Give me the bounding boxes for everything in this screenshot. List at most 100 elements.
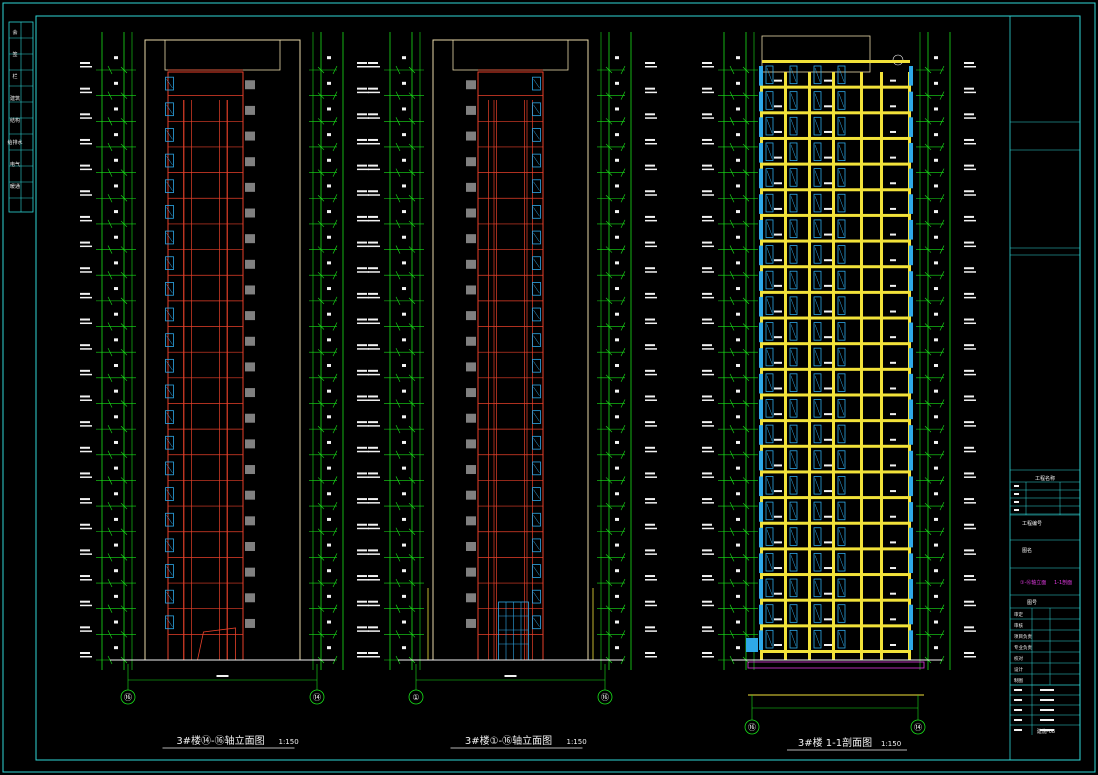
section-window bbox=[765, 193, 774, 213]
tick-slash bbox=[742, 143, 750, 151]
level-label-mark bbox=[964, 472, 974, 475]
axis-label: ⑯ bbox=[601, 693, 609, 702]
tick-slash bbox=[620, 578, 626, 588]
level-label-mark bbox=[80, 549, 90, 552]
floor-slab bbox=[762, 367, 910, 371]
tick-slash bbox=[924, 477, 932, 484]
floor-dim-mark bbox=[327, 466, 331, 470]
section-window bbox=[813, 168, 822, 187]
section-window bbox=[789, 604, 798, 623]
floor-dim-mark bbox=[327, 235, 331, 239]
balcony-block bbox=[245, 542, 255, 551]
floor-dim-mark bbox=[327, 517, 331, 521]
axis-bubble bbox=[744, 719, 760, 735]
tick-slash bbox=[120, 92, 128, 99]
level-label-mark bbox=[964, 502, 976, 504]
exterior-wall-cut bbox=[909, 66, 913, 86]
level-label-mark bbox=[80, 296, 92, 299]
tick-slash bbox=[939, 553, 945, 562]
level-label-mark bbox=[357, 168, 369, 171]
tick-slash bbox=[408, 477, 416, 484]
section-window bbox=[765, 604, 774, 623]
tick-slash bbox=[924, 323, 932, 330]
window bbox=[165, 589, 174, 604]
section-glazing bbox=[790, 555, 797, 570]
floor-dim-mark bbox=[402, 56, 406, 60]
floor-slab bbox=[762, 316, 910, 320]
section-window bbox=[789, 91, 798, 110]
floor-dim-mark bbox=[934, 184, 938, 188]
tick-slash bbox=[620, 296, 626, 306]
section-column bbox=[860, 72, 863, 660]
axis-label: ⑭ bbox=[313, 693, 321, 702]
floor-dim-mark bbox=[114, 133, 118, 137]
section-glazing bbox=[766, 273, 773, 287]
level-label-mark bbox=[964, 142, 976, 145]
exterior-wall-cut bbox=[909, 117, 913, 137]
floor-dim-mark bbox=[736, 389, 740, 393]
tick-slash bbox=[605, 502, 613, 510]
level-label-mark bbox=[368, 318, 378, 321]
window bbox=[532, 461, 541, 476]
window bbox=[532, 179, 541, 194]
inner-border bbox=[35, 15, 1081, 761]
section-glazing bbox=[814, 144, 821, 159]
window-glazing bbox=[533, 592, 540, 602]
floor-dim-mark bbox=[615, 389, 619, 393]
floor-dim-mark bbox=[327, 56, 331, 60]
exterior-wall-cut bbox=[759, 91, 763, 112]
level-label-mark bbox=[368, 296, 380, 299]
window-glazing bbox=[166, 258, 173, 268]
window bbox=[532, 128, 541, 142]
level-label-mark bbox=[357, 395, 367, 398]
room-label bbox=[774, 361, 782, 364]
level-label-mark bbox=[368, 348, 380, 350]
level-label-mark bbox=[645, 190, 655, 193]
tick-slash bbox=[742, 400, 750, 407]
tick-slash bbox=[408, 631, 416, 638]
floor-dim-mark bbox=[402, 184, 406, 188]
tick-slash bbox=[332, 501, 338, 511]
section-column bbox=[832, 72, 835, 660]
level-label-mark bbox=[702, 652, 712, 654]
level-label-mark bbox=[368, 446, 378, 449]
tick-slash bbox=[107, 578, 113, 588]
window bbox=[532, 281, 541, 296]
section-window bbox=[789, 219, 798, 238]
level-label-mark bbox=[645, 271, 657, 273]
level-label-mark bbox=[645, 164, 655, 167]
tick-slash bbox=[120, 451, 128, 458]
section-glazing bbox=[766, 606, 773, 621]
tick-slash bbox=[408, 297, 416, 305]
balcony-block bbox=[245, 208, 255, 218]
tick-slash bbox=[620, 194, 626, 203]
section-glazing bbox=[790, 401, 797, 416]
floor-dim-mark bbox=[736, 81, 740, 85]
level-label-mark bbox=[368, 194, 380, 196]
floor-dim-mark bbox=[736, 235, 740, 239]
section-window bbox=[837, 424, 846, 444]
window bbox=[165, 384, 174, 399]
section-glazing bbox=[838, 580, 845, 595]
floor-dim-mark bbox=[615, 235, 619, 239]
legend-b: 1-1剖面 bbox=[1054, 579, 1072, 586]
window bbox=[165, 76, 174, 91]
balcony-block bbox=[245, 311, 255, 321]
floor-dim-mark bbox=[934, 620, 938, 624]
tick-slash bbox=[605, 579, 613, 587]
level-label-mark bbox=[368, 502, 380, 504]
tick-slash bbox=[924, 502, 932, 510]
exterior-wall-cut bbox=[759, 579, 763, 599]
room-label bbox=[774, 644, 782, 646]
level-label-mark bbox=[357, 296, 369, 299]
tick-slash bbox=[742, 323, 750, 330]
level-label-mark bbox=[964, 194, 976, 196]
tick-slash bbox=[317, 605, 325, 612]
floor-dim-mark bbox=[402, 517, 406, 521]
floor-dim-mark bbox=[114, 466, 118, 470]
level-label-mark bbox=[702, 523, 712, 526]
floor-slab bbox=[762, 265, 910, 269]
level-label-mark bbox=[80, 373, 92, 376]
tick-slash bbox=[924, 451, 932, 458]
floor-dim-mark bbox=[615, 261, 619, 265]
